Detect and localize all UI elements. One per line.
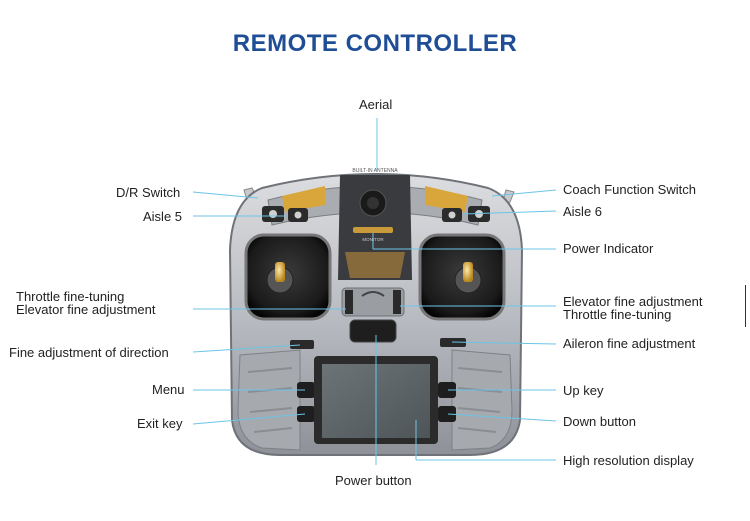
edge-divider [745, 285, 746, 327]
label-power-button: Power button [335, 473, 412, 488]
label-throttle-fine-tuning-left: Throttle fine-tuning [16, 289, 125, 304]
label-exit-key: Exit key [137, 416, 183, 431]
menu-button-shape [297, 382, 315, 398]
right-grip [451, 349, 513, 451]
right-stick [463, 262, 473, 282]
label-down-button: Down button [563, 414, 636, 429]
label-aisle5: Aisle 5 [143, 209, 183, 224]
up-button-shape [438, 382, 456, 398]
direction-trim [290, 340, 314, 349]
center-trim-block [341, 287, 405, 317]
dr-switch-toggle [269, 210, 277, 218]
label-elevator-fine-adjustment-right: Elevator fine adjustment [563, 294, 703, 309]
left-stick [275, 262, 285, 282]
label-aerial: Aerial [359, 97, 393, 112]
label-aileron-fine-adjustment: Aileron fine adjustment [563, 336, 696, 351]
label-menu: Menu [152, 382, 185, 397]
left-grip [237, 349, 301, 451]
exit-button-shape [297, 406, 315, 422]
power-button-shape [349, 319, 397, 343]
label-power-indicator: Power Indicator [563, 241, 654, 256]
left-gold-plate [282, 186, 325, 212]
left-throttle-trim [345, 290, 353, 314]
right-gold-plate [425, 186, 468, 212]
right-elevator-trim [393, 290, 401, 314]
label-aisle6: Aisle 6 [563, 204, 603, 219]
label-fine-adjustment-direction: Fine adjustment of direction [9, 345, 169, 360]
page-title: REMOTE CONTROLLER [232, 30, 518, 57]
label-coach-function-switch: Coach Function Switch [563, 182, 696, 197]
label-up-key: Up key [563, 383, 604, 398]
label-high-resolution-display: High resolution display [563, 453, 694, 468]
antenna-text: BUILT-IN ANTENNA [352, 168, 398, 174]
label-dr-switch: D/R Switch [116, 185, 181, 200]
down-button-shape [438, 406, 456, 422]
power-indicator-led [353, 227, 393, 233]
leader-lines [192, 118, 557, 465]
label-throttle-fine-tuning-right: Throttle fine-tuning [563, 307, 672, 322]
label-elevator-fine-adjustment-left: Elevator fine adjustment [16, 302, 156, 317]
